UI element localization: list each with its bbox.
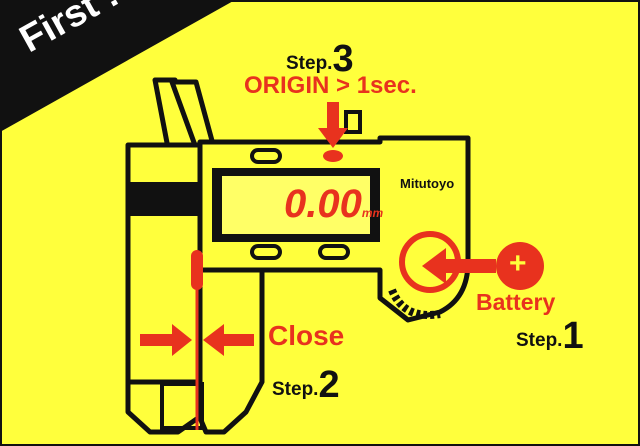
lcd-unit: mm: [361, 206, 384, 220]
step2-action: Close: [268, 320, 345, 351]
lcd-screen: [222, 176, 370, 234]
zero-marker: [191, 250, 203, 290]
battery-icon: [496, 242, 544, 290]
step3-number: 3: [332, 38, 354, 80]
step1-number: 1: [562, 315, 584, 357]
corner-banner: [0, 0, 235, 132]
button-slot-bottom-left: [250, 244, 282, 260]
step2-number: 2: [318, 364, 340, 406]
lcd-value: 0.00: [284, 182, 362, 226]
battery-plus-symbol: +: [509, 247, 527, 280]
step3-action: ORIGIN > 1sec.: [244, 72, 417, 99]
lcd-reading: 0.00mm: [284, 184, 383, 224]
origin-button-nub: [344, 110, 362, 134]
jaw-notch: [160, 382, 204, 430]
origin-button: [323, 150, 343, 162]
button-slot-top-left: [250, 148, 282, 164]
origin-arrow-head: [318, 128, 348, 148]
close-arrow-right-head: [203, 324, 224, 356]
thumb-wheel: [388, 288, 441, 319]
step1-word: Step.: [516, 330, 563, 351]
step1-action: Battery: [476, 289, 556, 315]
step1-label: Step.1: [516, 315, 584, 355]
step3-word: Step.: [286, 53, 333, 74]
close-arrow-left-head: [172, 324, 192, 356]
battery-arrow-head: [422, 248, 446, 284]
step3-label: Step.3: [286, 38, 354, 78]
brand-name: Mitutoyo: [400, 176, 455, 191]
beam-stripe: [130, 182, 210, 216]
step2-word: Step.: [272, 379, 319, 400]
button-slot-bottom-right: [318, 244, 350, 260]
step2-label: Step.2: [272, 364, 340, 404]
